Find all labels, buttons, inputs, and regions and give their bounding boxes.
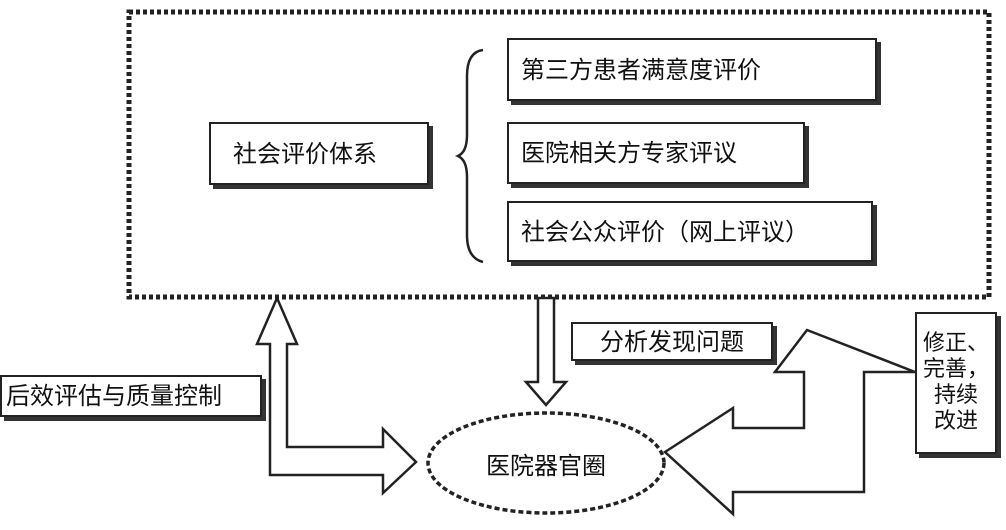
evaluation-item-public-review: 社会公众评价（网上评议） [507, 201, 873, 262]
analysis-box: 分析发现问题 [571, 322, 773, 361]
improvement-line: 修正、 [922, 331, 989, 356]
evaluation-item-patient-satisfaction: 第三方患者满意度评价 [507, 38, 877, 101]
social-evaluation-system-box: 社会评价体系 [209, 122, 429, 185]
evaluation-item-label: 医院相关方专家评议 [521, 139, 737, 167]
quality-control-box: 后效评估与质量控制 [0, 375, 262, 417]
improvement-return-arrow [662, 328, 916, 517]
feedback-up-arrow [255, 294, 418, 496]
improvement-line: 持续 [933, 383, 978, 408]
improvement-line: 改进 [933, 409, 978, 434]
evaluation-item-expert-review: 医院相关方专家评议 [507, 122, 805, 184]
improvement-line: 完善， [922, 357, 989, 382]
evaluation-item-label: 社会公众评价（网上评议） [521, 217, 809, 246]
hospital-node-outline [426, 411, 666, 515]
evaluation-item-label: 第三方患者满意度评价 [521, 55, 761, 84]
analysis-down-arrow [523, 296, 569, 407]
hospital-node-label: 医院器官圈 [486, 451, 606, 480]
hospital-node-label-wrap: 医院器官圈 [450, 448, 642, 480]
social-evaluation-system-label: 社会评价体系 [233, 139, 377, 168]
analysis-label: 分析发现问题 [600, 327, 744, 356]
evaluation-container-frame [126, 9, 992, 300]
quality-control-label: 后效评估与质量控制 [6, 382, 222, 410]
improvement-box: 修正、 完善， 持续 改进 [915, 312, 997, 454]
grouping-brace [454, 48, 484, 264]
